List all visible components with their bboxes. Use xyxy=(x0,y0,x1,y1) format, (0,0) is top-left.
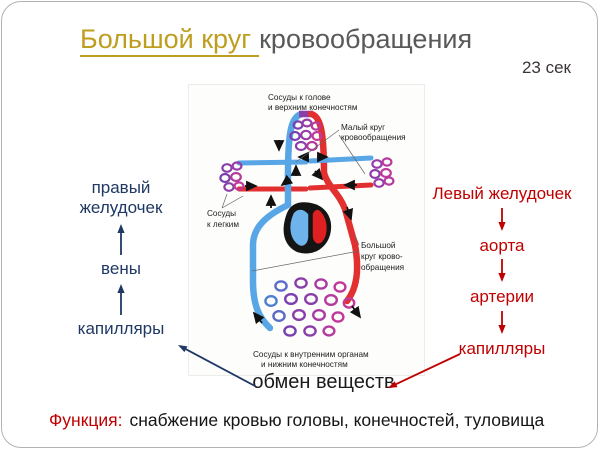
capillaries-label-right: капилляры xyxy=(458,338,546,358)
down-arrow-icon xyxy=(498,259,506,283)
title-highlight: Большой круг xyxy=(80,24,260,57)
up-arrow-icon xyxy=(117,223,125,255)
label-pulmonary-circle: Малый круг xyxy=(341,123,385,132)
capillaries-label-left: капилляры xyxy=(77,319,165,339)
diagram-labels: Сосуды к голове и верхним конечностям Ма… xyxy=(207,93,406,369)
label-leader-lines xyxy=(221,129,366,272)
svg-text:кровообращения: кровообращения xyxy=(341,133,406,142)
circulation-diagram-svg: Сосуды к голове и верхним конечностям Ма… xyxy=(207,93,406,369)
label-organ-vessels: Сосуды к внутренним органам xyxy=(253,350,369,359)
arterial-flow-column: Левый желудочек аорта артерии капилляры xyxy=(426,184,578,358)
title-rest: кровообращения xyxy=(259,24,473,54)
duration-label: 23 сек xyxy=(521,58,571,77)
function-label: Функция: xyxy=(49,410,123,430)
label-lung-vessels: Сосуды xyxy=(207,209,236,218)
function-text: снабжение кровью головы, конечностей, ту… xyxy=(129,410,545,430)
svg-text:и верхним конечностям: и верхним конечностям xyxy=(268,103,358,112)
down-arrow-icon xyxy=(498,310,506,334)
svg-text:и нижним конечностям: и нижним конечностям xyxy=(261,360,348,369)
veins-label: вены xyxy=(101,258,141,278)
left-lung-capillary-mesh xyxy=(219,161,245,192)
arteries-label: артерии xyxy=(469,287,535,307)
svg-text:круг крово-: круг крово- xyxy=(361,252,403,261)
svg-text:к легким: к легким xyxy=(207,220,239,229)
organs-capillary-mesh xyxy=(264,277,356,337)
flow-direction-arrows xyxy=(245,140,362,325)
down-arrow-icon xyxy=(498,207,506,231)
heart xyxy=(283,202,332,254)
metabolism-label: обмен веществ xyxy=(252,371,395,393)
label-head-vessels: Сосуды к голове xyxy=(268,93,331,102)
left-ventricle-label: Левый желудочек xyxy=(432,184,572,203)
aorta-label: аорта xyxy=(479,235,525,255)
circulation-diagram: Сосуды к голове и верхним конечностям Ма… xyxy=(188,84,425,376)
right-lung-capillary-mesh xyxy=(369,157,395,188)
svg-text:обращения: обращения xyxy=(361,263,404,272)
up-arrow-icon xyxy=(117,284,125,316)
label-systemic-circle: Большой xyxy=(361,241,396,250)
venous-flow-column: правый желудочек вены капилляры xyxy=(58,178,184,340)
function-line: Функция: снабжение кровью головы, конечно… xyxy=(49,410,544,431)
right-ventricle-label: правый желудочек xyxy=(79,178,163,218)
